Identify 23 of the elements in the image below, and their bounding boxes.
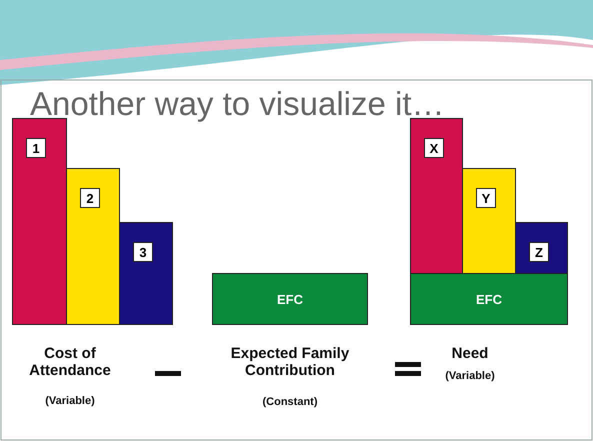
bar [66, 168, 120, 325]
number-tag: 3 [133, 242, 153, 262]
bar [410, 118, 463, 274]
number-tag: Z [529, 242, 549, 262]
bar [12, 118, 67, 325]
bar-label: EFC [475, 290, 503, 308]
number-tag: 2 [80, 188, 100, 208]
number-tag: 1 [26, 138, 46, 158]
caption-text: Expected Family Contribution [230, 345, 350, 380]
bar [515, 222, 568, 274]
bar-label: EFC [276, 290, 304, 308]
caption-text: Cost of Attendance [28, 345, 112, 380]
note-text: (Variable) [444, 370, 496, 383]
note-text: (Constant) [262, 396, 318, 409]
bar [462, 168, 516, 274]
bar [410, 273, 568, 325]
slide-title: Another way to visualize it… [30, 85, 445, 123]
number-tag: Y [476, 188, 496, 208]
bar [212, 273, 368, 325]
caption-text: Need [450, 345, 490, 362]
note-text: (Variable) [44, 395, 96, 408]
number-tag: X [424, 138, 444, 158]
bar [119, 222, 173, 325]
